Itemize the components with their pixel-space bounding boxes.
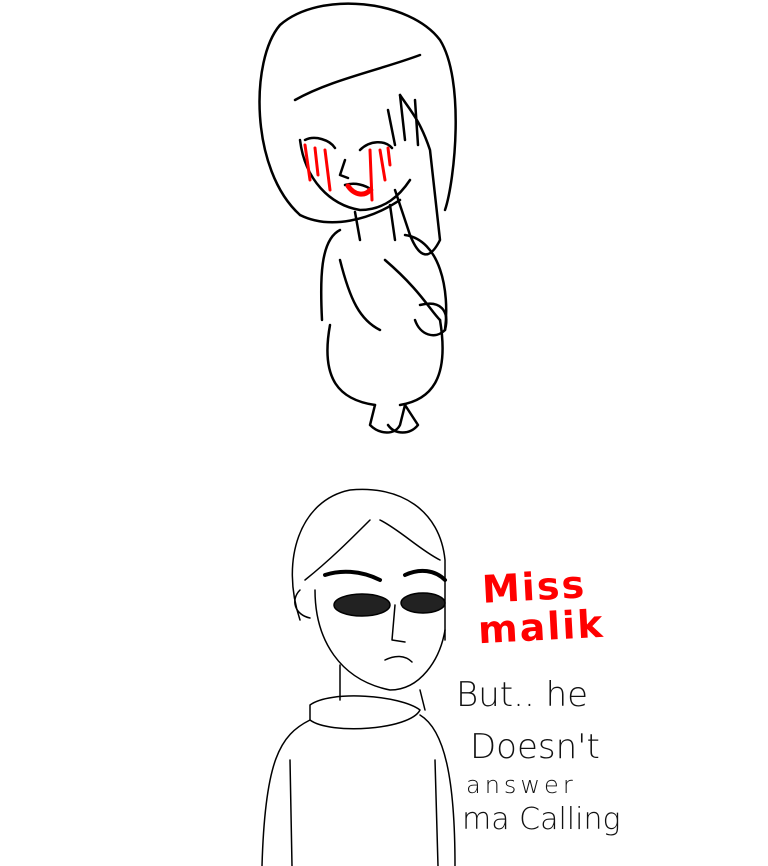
speech-line-4: ma Calling — [462, 802, 621, 837]
name-line-1: Miss — [480, 562, 588, 612]
crying-girl-figure — [258, 2, 457, 434]
boy-figure — [261, 488, 456, 866]
blood-tears — [303, 143, 392, 202]
speech-line-2: Doesn't — [470, 727, 600, 767]
speech-line-1: But.. he — [456, 675, 589, 715]
name-line-2: malik — [476, 601, 606, 653]
speech-line-3: answer — [466, 771, 577, 799]
